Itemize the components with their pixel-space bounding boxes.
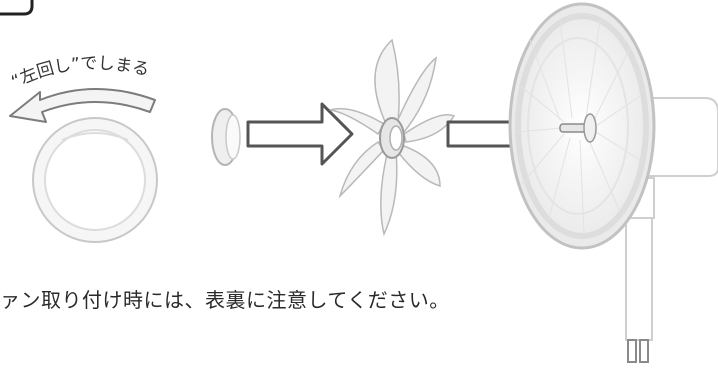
rotation-label: “左回し”でしまる <box>8 54 151 93</box>
fan-body-icon <box>508 2 718 363</box>
rotation-label-group: “左回し”でしまる <box>8 54 151 93</box>
counterclockwise-arrow-icon <box>9 88 156 123</box>
right-arrow-icon <box>246 102 354 166</box>
assembly-caption: ァン取り付け時には、表裏に注意してください。 <box>0 288 450 312</box>
fan-blade-icon <box>329 38 456 237</box>
spinner-cap-icon <box>211 108 241 166</box>
step-corner-icon <box>0 0 34 16</box>
rotation-label-text: “左回し”でしまる <box>8 54 151 93</box>
knob-cap-icon <box>32 117 158 243</box>
